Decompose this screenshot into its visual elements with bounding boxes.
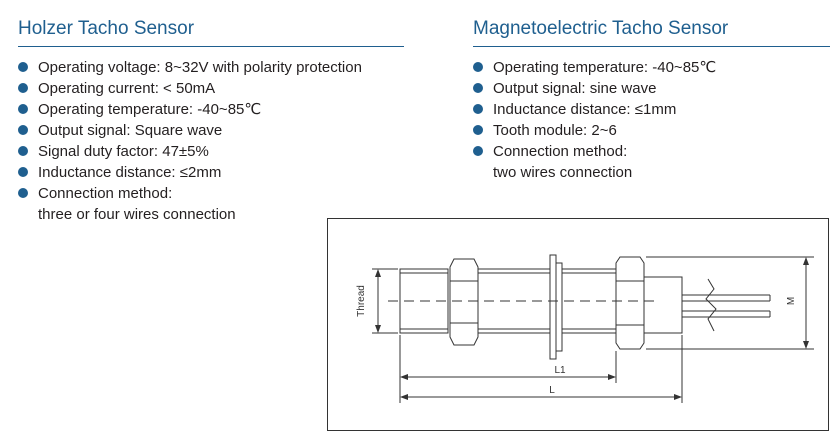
cable-boot bbox=[643, 276, 683, 334]
bullet-icon bbox=[473, 83, 483, 93]
thread-body bbox=[399, 268, 449, 334]
bullet-icon bbox=[18, 146, 28, 156]
holzer-title: Holzer Tacho Sensor bbox=[18, 18, 404, 47]
bullet-icon bbox=[18, 104, 28, 114]
list-item: Signal duty factor: 47±5% bbox=[18, 141, 404, 162]
break-mark bbox=[705, 278, 717, 332]
bullet-icon bbox=[18, 188, 28, 198]
list-item: Connection method:two wires connection bbox=[473, 141, 830, 183]
bullet-icon bbox=[18, 167, 28, 177]
list-item: Inductance distance: ≤2mm bbox=[18, 162, 404, 183]
list-item: Inductance distance: ≤1mm bbox=[473, 99, 830, 120]
bullet-icon bbox=[473, 104, 483, 114]
bullet-icon bbox=[473, 62, 483, 72]
magnetoelectric-spec-list: Operating temperature: -40~85℃ Output si… bbox=[473, 57, 830, 183]
bullet-icon bbox=[473, 146, 483, 156]
list-item: Tooth module: 2~6 bbox=[473, 120, 830, 141]
list-item: Output signal: sine wave bbox=[473, 78, 830, 99]
l-label: L bbox=[549, 385, 555, 396]
connection-detail: two wires connection bbox=[493, 164, 633, 181]
magnetoelectric-section: Magnetoelectric Tacho Sensor Operating t… bbox=[473, 18, 830, 183]
washer bbox=[549, 254, 557, 360]
sensor-diagram: Thread M L1 L bbox=[356, 254, 814, 403]
l1-label: L1 bbox=[554, 365, 566, 376]
rear-hex bbox=[615, 256, 645, 350]
list-item: Output signal: Square wave bbox=[18, 120, 404, 141]
list-item: Connection method:three or four wires co… bbox=[18, 183, 404, 225]
bullet-icon bbox=[18, 83, 28, 93]
list-item: Operating temperature: -40~85℃ bbox=[473, 57, 830, 78]
list-item: Operating current: < 50mA bbox=[18, 78, 404, 99]
list-item: Operating temperature: -40~85℃ bbox=[18, 99, 404, 120]
list-item: Operating voltage: 8~32V with polarity p… bbox=[18, 57, 404, 78]
bullet-icon bbox=[18, 125, 28, 135]
m-label: M bbox=[786, 297, 797, 305]
magnetoelectric-title: Magnetoelectric Tacho Sensor bbox=[473, 18, 830, 47]
hex-nut bbox=[449, 258, 479, 346]
connection-detail: three or four wires connection bbox=[38, 206, 236, 223]
holzer-spec-list: Operating voltage: 8~32V with polarity p… bbox=[18, 57, 404, 225]
sensor-drawing: Thread M L1 L bbox=[327, 218, 829, 431]
holzer-section: Holzer Tacho Sensor Operating voltage: 8… bbox=[18, 18, 404, 225]
bullet-icon bbox=[18, 62, 28, 72]
thread-label: Thread bbox=[356, 285, 367, 317]
bullet-icon bbox=[473, 125, 483, 135]
